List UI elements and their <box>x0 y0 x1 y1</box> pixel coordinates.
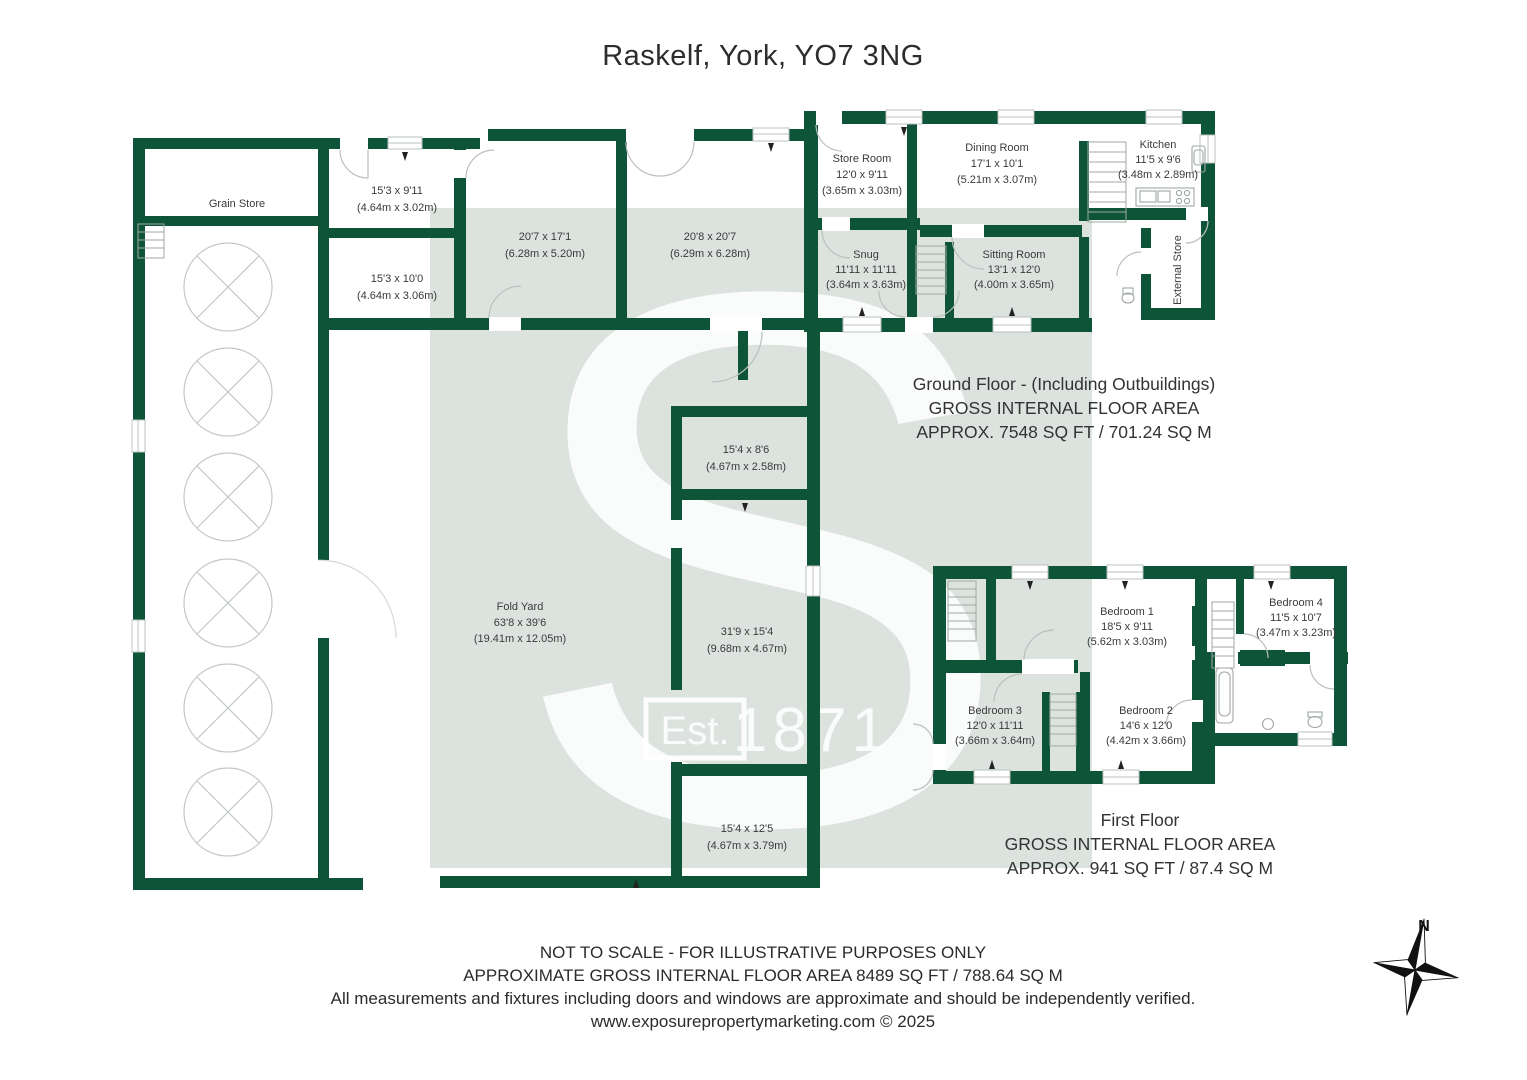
toilet-icon <box>1307 711 1323 729</box>
ground-floor-summary-line2: GROSS INTERNAL FLOOR AREA <box>928 398 1200 418</box>
stove-icon <box>1175 189 1191 205</box>
first-floor-summary-line3: APPROX. 941 SQ FT / 87.4 SQ M <box>1006 858 1274 878</box>
fixtures <box>1121 145 1323 731</box>
door-arcs <box>317 124 1335 791</box>
bathtub-icon <box>1215 667 1234 724</box>
room-label-bedroom-3-dims: 12'0 x 11'11 <box>966 720 1023 732</box>
kitchen-sink-icon <box>1191 145 1206 173</box>
room-label-store-room-metric: (3.65m x 3.03m) <box>822 185 902 197</box>
compass-north-label: N <box>1418 918 1430 935</box>
ground-floor-summary-line3: APPROX. 7548 SQ FT / 701.24 SQ M <box>916 422 1212 442</box>
room-label-external-store: External Store <box>1172 235 1184 305</box>
room-label-fold-yard-dims: 63'8 x 39'6 <box>494 617 547 629</box>
room-label-barn-d-dims: 20'8 x 20'7 <box>684 231 737 243</box>
stairs-first-floor-down <box>1049 693 1077 747</box>
room-label-grain-store: Grain Store <box>209 198 265 210</box>
disclaimer-website: www.exposurepropertymarketing.com © 2025 <box>590 1012 936 1031</box>
room-label-snug: Snug <box>853 249 879 261</box>
room-label-bedroom-3-metric: (3.66m x 3.64m) <box>955 735 1035 747</box>
room-label-barn-c-metric: (6.28m x 5.20m) <box>505 248 585 260</box>
room-label-barn-b-metric: (4.64m x 3.06m) <box>357 290 437 302</box>
room-label-fold-yard-metric: (19.41m x 12.05m) <box>474 633 566 645</box>
room-label-long-room-dims: 31'9 x 15'4 <box>721 626 774 638</box>
opening-ticks <box>402 127 1274 888</box>
room-label-barn-d-metric: (6.29m x 6.28m) <box>670 248 750 260</box>
room-label-bedroom-1-metric: (5.62m x 3.03m) <box>1087 636 1167 648</box>
disclaimer-line3: All measurements and fixtures including … <box>330 989 1196 1008</box>
first-floor-summary-line2: GROSS INTERNAL FLOOR AREA <box>1004 834 1276 854</box>
door-openings <box>340 110 1334 770</box>
bathroom-sink-icon <box>1261 717 1275 731</box>
room-label-bedroom-3: Bedroom 3 <box>968 705 1022 717</box>
room-label-barn-b-dims: 15'3 x 10'0 <box>371 273 424 285</box>
room-label-dining-room-dims: 17'1 x 10'1 <box>971 158 1024 170</box>
room-label-bedroom-4-metric: (3.47m x 3.23m) <box>1256 627 1336 639</box>
room-label-store-room-dims: 12'0 x 9'11 <box>836 169 888 181</box>
stairs-first-floor-center <box>1211 601 1235 669</box>
first-floor-summary: First Floor GROSS INTERNAL FLOOR AREA AP… <box>890 808 1390 880</box>
windows <box>131 109 1333 785</box>
room-label-store-room: Store Room <box>833 153 892 165</box>
room-label-bottom-room-dims: 15'4 x 12'5 <box>721 823 774 835</box>
room-label-bedroom-2: Bedroom 2 <box>1119 705 1173 717</box>
room-label-bedroom-4-dims: 11'5 x 10'7 <box>1270 612 1322 624</box>
room-label-kitchen-metric: (3.48m x 2.89m) <box>1118 169 1198 181</box>
room-label-bedroom-1-dims: 18'5 x 9'11 <box>1101 621 1153 633</box>
room-label-kitchen: Kitchen <box>1140 139 1177 151</box>
room-label-bottom-room-metric: (4.67m x 3.79m) <box>707 840 787 852</box>
room-label-mid-room-metric: (4.67m x 2.58m) <box>706 461 786 473</box>
room-label-dining-room: Dining Room <box>965 142 1029 154</box>
stairs-snug <box>915 245 947 295</box>
room-label-barn-a-dims: 15'3 x 9'11 <box>371 185 423 197</box>
ground-floor-summary: Ground Floor - (Including Outbuildings) … <box>814 372 1314 444</box>
room-label-barn-c-dims: 20'7 x 17'1 <box>519 231 572 243</box>
room-label-sitting-room-dims: 13'1 x 12'0 <box>988 264 1041 276</box>
compass-rose-icon: N <box>1373 918 1459 1016</box>
stairs-grain-store <box>137 223 165 259</box>
room-label-bedroom-4: Bedroom 4 <box>1269 597 1323 609</box>
room-label-snug-metric: (3.64m x 3.63m) <box>826 279 906 291</box>
room-label-barn-a-metric: (4.64m x 3.02m) <box>357 202 437 214</box>
room-label-fold-yard: Fold Yard <box>497 601 544 613</box>
stairs-kitchen <box>1087 141 1127 223</box>
ground-floor-summary-line1: Ground Floor - (Including Outbuildings) <box>912 374 1216 394</box>
disclaimer: NOT TO SCALE - FOR ILLUSTRATIVE PURPOSES… <box>213 941 1313 1033</box>
room-label-kitchen-dims: 11'5 x 9'6 <box>1135 154 1181 166</box>
room-label-dining-room-metric: (5.21m x 3.07m) <box>957 174 1037 186</box>
room-label-sitting-room-metric: (4.00m x 3.65m) <box>974 279 1054 291</box>
page-title: Raskelf, York, YO7 3NG <box>602 40 924 72</box>
room-label-snug-dims: 11'11 x 11'11 <box>835 264 897 276</box>
room-label-long-room-metric: (9.68m x 4.67m) <box>707 643 787 655</box>
room-label-bedroom-2-dims: 14'6 x 12'0 <box>1120 720 1173 732</box>
room-label-bedroom-1: Bedroom 1 <box>1100 606 1154 618</box>
watermark-letter: S <box>509 135 1016 984</box>
disclaimer-line1: NOT TO SCALE - FOR ILLUSTRATIVE PURPOSES… <box>539 943 987 962</box>
kitchen-counter-icon <box>1135 187 1195 207</box>
stairs-first-floor-left <box>947 580 977 642</box>
room-label-mid-room-dims: 15'4 x 8'6 <box>723 444 769 456</box>
disclaimer-line2: APPROXIMATE GROSS INTERNAL FLOOR AREA 84… <box>463 966 1063 985</box>
room-labels: Grain Store 15'3 x 9'11 (4.64m x 3.02m) … <box>209 139 1336 852</box>
walls-ground-floor <box>133 111 1215 890</box>
wc-toilet-icon <box>1121 287 1135 304</box>
watermark-est: Est. <box>661 709 730 753</box>
grain-bin-icons <box>183 242 273 857</box>
first-floor-summary-line1: First Floor <box>1100 810 1180 830</box>
room-label-sitting-room: Sitting Room <box>983 249 1046 261</box>
room-label-bedroom-2-metric: (4.42m x 3.66m) <box>1106 735 1186 747</box>
